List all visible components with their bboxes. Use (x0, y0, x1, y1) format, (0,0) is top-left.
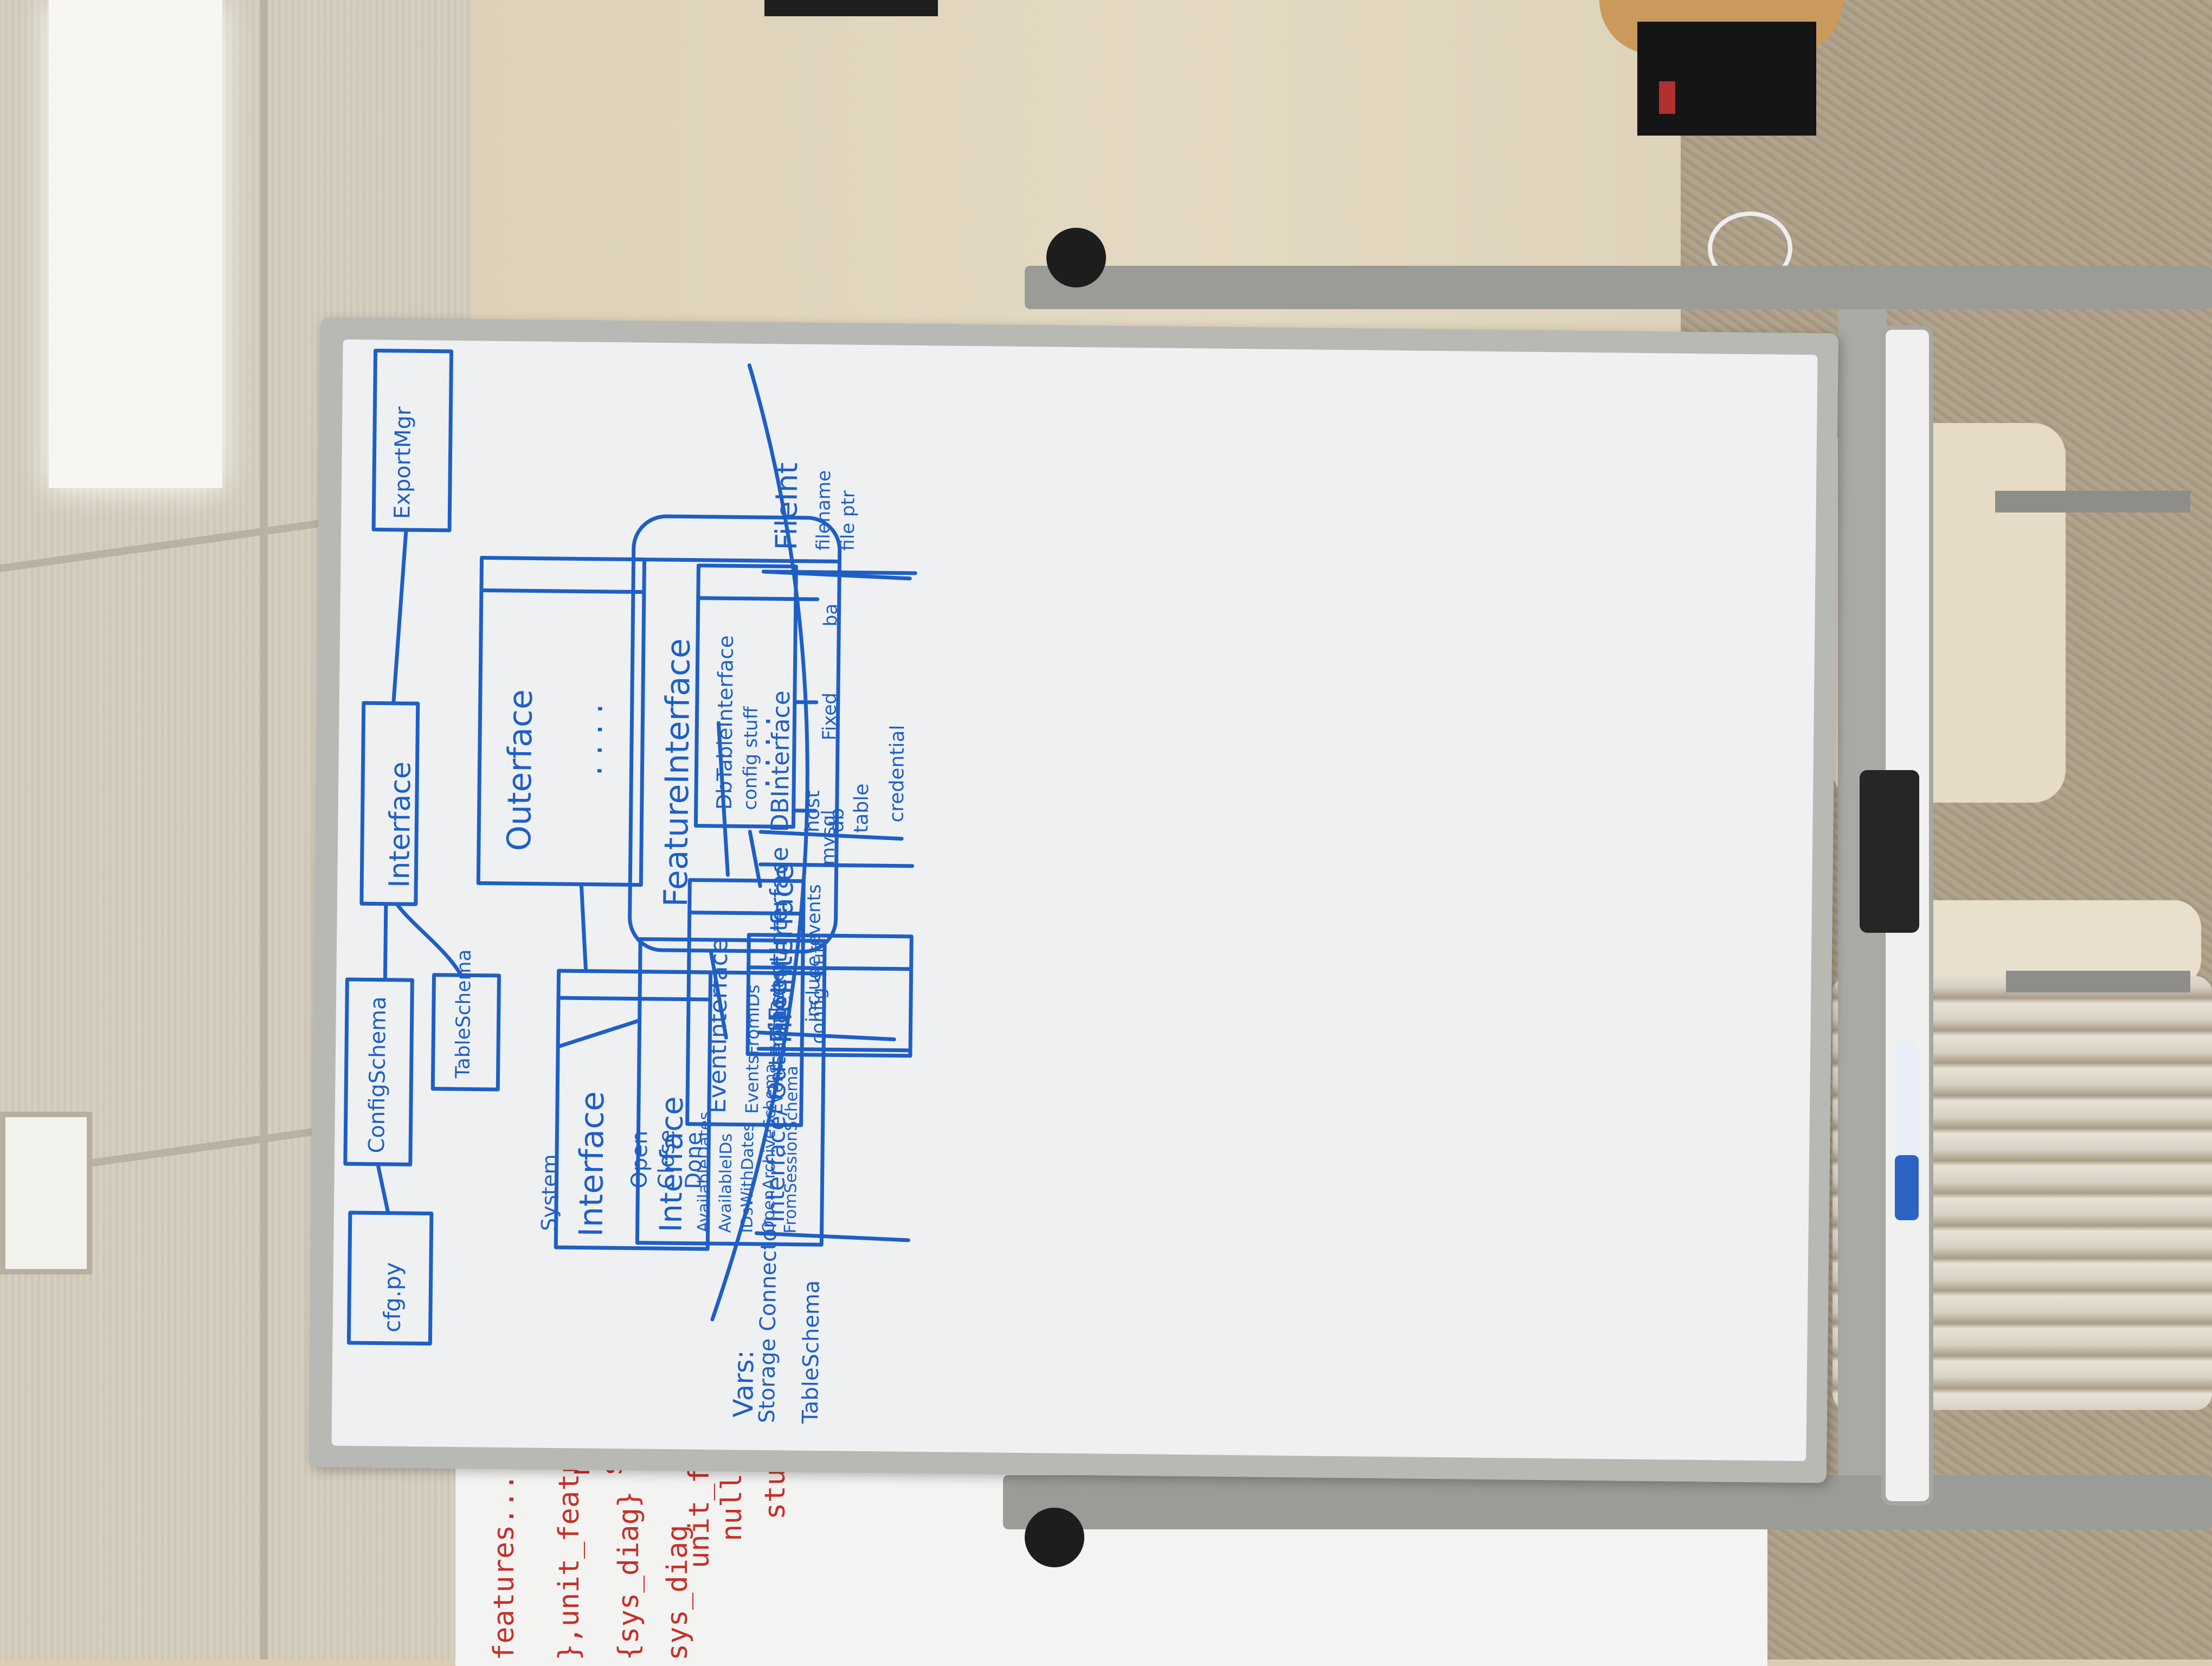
vars-column-header: FileInt (769, 462, 805, 550)
label-cfg-py: cfg.py (379, 1262, 406, 1332)
background-writing-line: null (716, 1473, 748, 1541)
knob-icon (1046, 228, 1106, 287)
marker-cap (1895, 1155, 1919, 1220)
interface-line: IDsWithDates (738, 1123, 758, 1233)
connector-line (396, 904, 461, 975)
connector-line (377, 1164, 389, 1213)
label-interface-top: Interface (383, 761, 417, 888)
label-system-interface: Interface (572, 1091, 612, 1237)
label-configschema: ConfigSchema (364, 996, 391, 1154)
computer-tower-label (1659, 81, 1675, 114)
outerface-ellipsis: . . . . (571, 703, 610, 776)
ceiling-light (49, 0, 222, 488)
eventinterface-line: EventsFromIDs (742, 984, 763, 1114)
label-exportmgr: ExportMgr (390, 406, 416, 519)
label-tableschema: TableSchema (452, 949, 475, 1078)
label-eventinterface: EventInterface (704, 938, 733, 1114)
vars-column-item: host (801, 790, 824, 832)
vars-column-item: file ptr (837, 490, 859, 551)
chair-leg (2006, 971, 2190, 992)
chair-leg (1995, 491, 2190, 512)
label-dbtableinterface: DbTableInterface (712, 635, 738, 810)
computer-tower (1637, 22, 1816, 136)
connector-line (581, 884, 587, 971)
label-outerface: Outerface (500, 689, 540, 851)
board-stand-rail (1003, 1475, 2212, 1529)
ceiling-light (0, 1112, 92, 1274)
interface-line: AvailableIDs (716, 1133, 736, 1233)
label-interface: Interface (654, 1096, 691, 1232)
connector-line (749, 832, 761, 886)
vars-row-label: TableSchema (798, 1280, 825, 1424)
label-featureinterface: FeatureInterface (657, 638, 698, 907)
knob-icon (1025, 1508, 1084, 1567)
box-divider (481, 591, 644, 592)
vars-column-item: table (850, 783, 873, 833)
db-choice: ba (820, 604, 841, 627)
label-system: System (537, 1154, 562, 1231)
whiteboard: ExportMgr Interface ConfigSchema TableSc… (331, 339, 1817, 1461)
box-divider (634, 559, 840, 561)
vars-column-item: include_events (802, 884, 826, 1022)
whiteboard-diagram (331, 339, 1817, 1461)
method-open: Open (627, 1131, 652, 1189)
connector-line (558, 1020, 640, 1048)
vars-column-header: DBInterface (766, 690, 795, 832)
background-writing-line: {sys_diag} (613, 1491, 645, 1661)
db-choice: Fixed (819, 693, 841, 741)
dbtable-config-line: config stuff (740, 707, 762, 810)
monitor (764, 0, 938, 16)
vars-column-header: EventInterface (764, 847, 794, 1022)
vars-column-item: db (826, 808, 848, 832)
ceiling-grid (260, 0, 268, 1659)
interface-line: AvailableDates (695, 1112, 715, 1233)
vars-column-item: credential (885, 725, 909, 822)
vars-row-label: Storage Connector (755, 1219, 782, 1423)
connector-line (394, 530, 406, 703)
vars-column-item: filename (813, 470, 835, 551)
board-stand-rail (1025, 266, 2212, 309)
eraser (1860, 770, 1919, 933)
box-divider (698, 598, 796, 599)
